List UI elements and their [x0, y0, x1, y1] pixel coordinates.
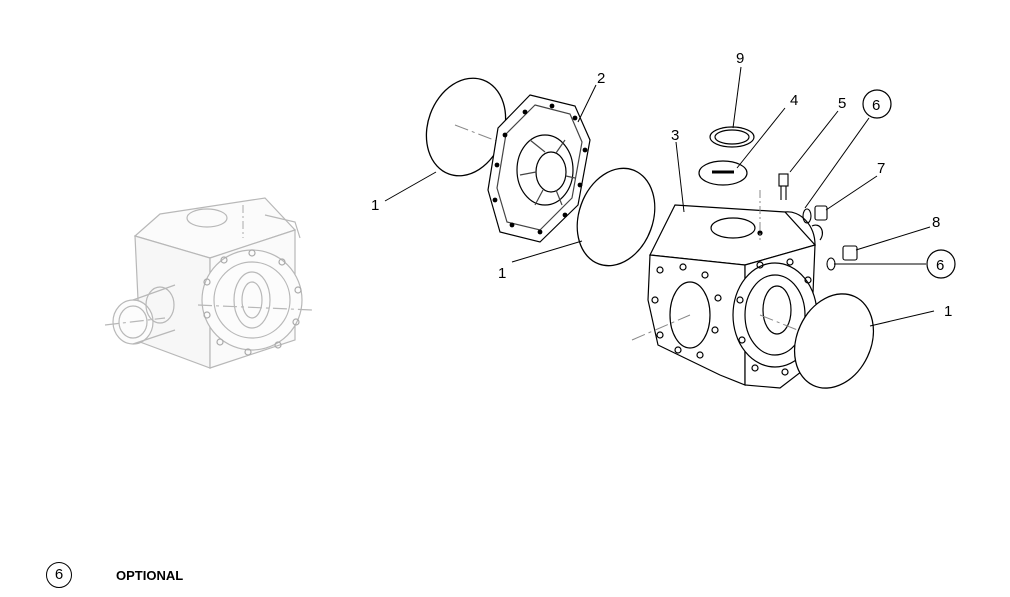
- svg-text:6: 6: [936, 257, 944, 274]
- seal-and-plug-upper: [802, 205, 828, 224]
- cap-disc: [698, 160, 748, 186]
- callout-5: 5: [838, 95, 846, 112]
- gasket-middle: [576, 167, 656, 267]
- callout-1-right: 1: [944, 303, 952, 320]
- callout-1-upper: 1: [371, 197, 379, 214]
- reference-housing-assembly: [104, 197, 313, 369]
- main-housing: [647, 204, 824, 389]
- svg-text:6: 6: [872, 97, 880, 114]
- seal-and-plug-lower: [826, 245, 858, 271]
- callout-4: 4: [790, 92, 798, 109]
- callout-8: 8: [932, 214, 940, 231]
- callout-3: 3: [671, 127, 679, 144]
- cover-plate: [487, 94, 591, 243]
- plug-small: [778, 173, 789, 200]
- callout-9: 9: [736, 50, 744, 67]
- callout-6-upper: 6: [862, 89, 892, 119]
- callout-7: 7: [877, 160, 885, 177]
- legend-text: OPTIONAL: [116, 568, 184, 583]
- callout-6-lower: 6: [926, 249, 956, 279]
- legend-symbol: 6: [46, 562, 72, 588]
- leader-lines: [384, 66, 935, 327]
- gasket-right: [793, 293, 875, 389]
- callout-2: 2: [597, 70, 605, 87]
- snap-ring: [709, 126, 755, 148]
- callout-1-middle: 1: [498, 265, 506, 282]
